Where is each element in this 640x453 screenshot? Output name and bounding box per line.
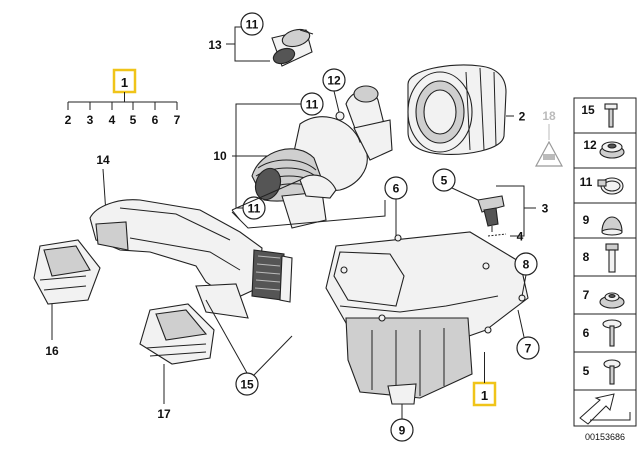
diagram-code: 00153686 [585,432,625,442]
legend-label-8: 8 [583,250,590,264]
callout-18: 18 [542,109,556,123]
self-tapping-screw-icon [603,359,621,385]
callout-7: 7 [525,342,532,356]
subpart-label-7: 7 [174,113,181,127]
callout-11-c: 11 [248,202,261,216]
screw-icon [604,103,618,128]
callout-1-bottom: 1 [481,388,488,403]
callout-3: 3 [542,202,549,216]
callout-10: 10 [213,149,227,163]
callout-12: 12 [327,74,341,88]
callout-circle-5 [432,168,456,192]
callout-8: 8 [523,258,530,272]
filter-element-group: 2 [407,64,526,155]
callout-4: 4 [517,230,524,244]
subpart-label-6: 6 [152,113,159,127]
legend-label-11: 11 [580,175,593,189]
sensor-group: 5 3 4 [432,168,549,244]
hose-connector-part [271,28,314,67]
legend-label-6: 6 [583,326,590,340]
subpart-label-2: 2 [65,113,72,127]
callout-6: 6 [393,182,400,196]
warning-label-group: 18 [534,109,564,167]
grommet-icon [599,141,625,159]
legend-label-15: 15 [581,103,595,117]
filter-housing-group: 8 7 1 9 [325,231,540,442]
rubber-mount-icon [601,216,623,236]
filter-element-part [407,64,507,155]
sensor-part [477,195,507,237]
intake-scoop-16-part [33,239,101,305]
legend-label-7: 7 [583,288,590,302]
hose-clamp-icon [597,177,624,195]
callout-15: 15 [240,378,254,392]
callout-circle-11-a [240,12,264,36]
parts-legend: 15 12 11 9 8 7 [573,97,637,442]
callout-14: 14 [96,153,110,167]
washer-screw-icon [602,319,622,347]
snorkel-part [251,85,393,229]
duct-bellows [251,249,293,303]
air-duct-part [89,199,293,319]
subpart-tree: 1 2 3 4 5 6 7 [65,68,181,127]
bolt-icon [605,243,619,273]
legend-label-5: 5 [583,364,590,378]
washer-icon [599,292,625,309]
callout-2: 2 [519,110,526,124]
subpart-label-4: 4 [109,113,116,127]
subpart-label-3: 3 [87,113,94,127]
filter-housing-part [325,231,529,405]
callout-16: 16 [45,344,59,358]
callout-5: 5 [441,174,448,188]
legend-label-12: 12 [583,138,597,152]
intake-snorkel-group: 12 11 10 11 [213,68,393,229]
callout-circle-7 [516,336,540,360]
label-mark-icon [543,154,555,160]
subpart-label-5: 5 [130,113,137,127]
legend-label-9: 9 [583,213,590,227]
callout-17: 17 [157,407,171,421]
callout-11-b: 11 [306,98,319,112]
intake-scoop-17-part [139,303,215,365]
callout-9: 9 [399,424,406,438]
connector-group-13: 11 13 [208,12,314,67]
callout-11-a: 11 [246,18,259,32]
scoop-17-group: 17 15 [139,299,293,421]
callout-13: 13 [208,38,222,52]
callout-1-top: 1 [121,75,128,90]
callout-6-group: 6 [384,176,408,236]
direction-arrow-icon [579,393,631,425]
air-duct-group: 14 16 [33,153,293,358]
